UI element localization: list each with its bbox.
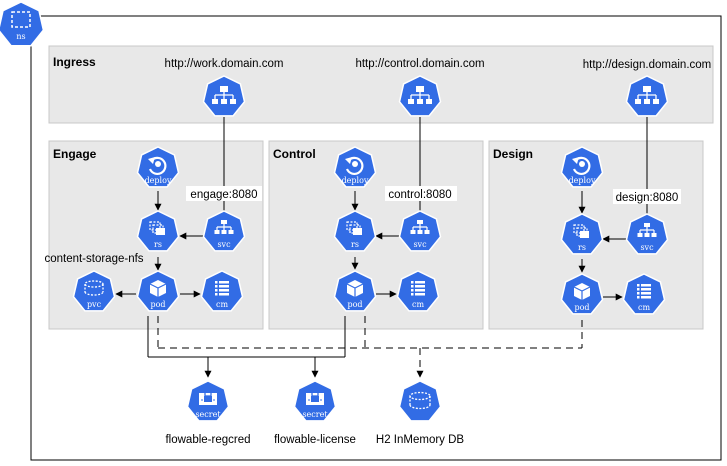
control-pod-icon: pod: [335, 271, 376, 311]
svg-text:pvc: pvc: [87, 300, 102, 309]
design-port-label: design:8080: [616, 192, 679, 204]
svg-text:rs: rs: [154, 240, 162, 249]
svg-text:svc: svc: [217, 240, 231, 249]
control-rs-icon: rs: [335, 211, 376, 251]
svg-text:rs: rs: [351, 240, 359, 249]
secret-regcred-icon: secret: [188, 381, 229, 421]
control-deploy-icon: deploy: [335, 147, 376, 187]
design-cm-icon: cm: [624, 274, 665, 314]
database-label: H2 InMemory DB: [376, 434, 465, 446]
design-deploy-icon: deploy: [562, 147, 603, 187]
engage-port-bg: [186, 186, 262, 201]
namespace-icon: ns: [0, 1, 45, 47]
connector-lines: [115, 117, 648, 378]
svg-text:cm: cm: [412, 300, 424, 309]
control-title: Control: [273, 147, 316, 161]
svg-text:cm: cm: [216, 300, 228, 309]
secret-license-icon: secret: [295, 381, 336, 421]
ingress-design-url: http://design.domain.com: [583, 59, 712, 71]
svg-text:svc: svc: [413, 240, 427, 249]
design-pod-icon: pod: [562, 274, 603, 314]
ingress-group: [48, 45, 714, 124]
svg-text:deploy: deploy: [145, 176, 172, 185]
engage-rs-icon: rs: [138, 211, 179, 251]
secret-regcred-label: flowable-regcred: [165, 434, 250, 446]
design-rs-icon: rs: [562, 214, 603, 254]
engage-deploy-icon: deploy: [138, 147, 179, 187]
svg-text:rs: rs: [578, 243, 586, 252]
engage-cm-icon: cm: [202, 271, 243, 311]
secret-license-label: flowable-license: [274, 434, 356, 446]
control-port-label: control:8080: [388, 189, 451, 201]
svg-text:ns: ns: [16, 32, 25, 41]
ingress-title: Ingress: [53, 55, 96, 69]
svg-text:pod: pod: [574, 303, 589, 312]
svg-text:secret: secret: [302, 410, 328, 419]
engage-pvc-icon: pvc: [74, 271, 115, 311]
svg-text:svc: svc: [640, 243, 654, 252]
design-title: Design: [493, 147, 533, 161]
control-svc-icon: svc: [400, 211, 441, 251]
svg-text:secret: secret: [195, 410, 221, 419]
design-svc-icon: svc: [627, 214, 668, 254]
svg-text:pod: pod: [347, 300, 362, 309]
design-port-bg: [613, 189, 681, 204]
control-port-bg: [385, 186, 457, 201]
engage-port-label: engage:8080: [190, 189, 257, 201]
ingress-control-url: http://control.domain.com: [355, 58, 484, 70]
svg-text:pod: pod: [150, 300, 165, 309]
engage-storage-label: content-storage-nfs: [44, 253, 143, 265]
control-group: [268, 140, 484, 330]
svg-text:deploy: deploy: [342, 176, 369, 185]
engage-title: Engage: [53, 147, 97, 161]
svg-text:cm: cm: [638, 303, 650, 312]
svg-text:deploy: deploy: [569, 176, 596, 185]
engage-pod-icon: pod: [138, 271, 179, 311]
control-cm-icon: cm: [398, 271, 439, 311]
ingress-work-url: http://work.domain.com: [165, 58, 284, 70]
engage-svc-icon: svc: [204, 211, 245, 251]
